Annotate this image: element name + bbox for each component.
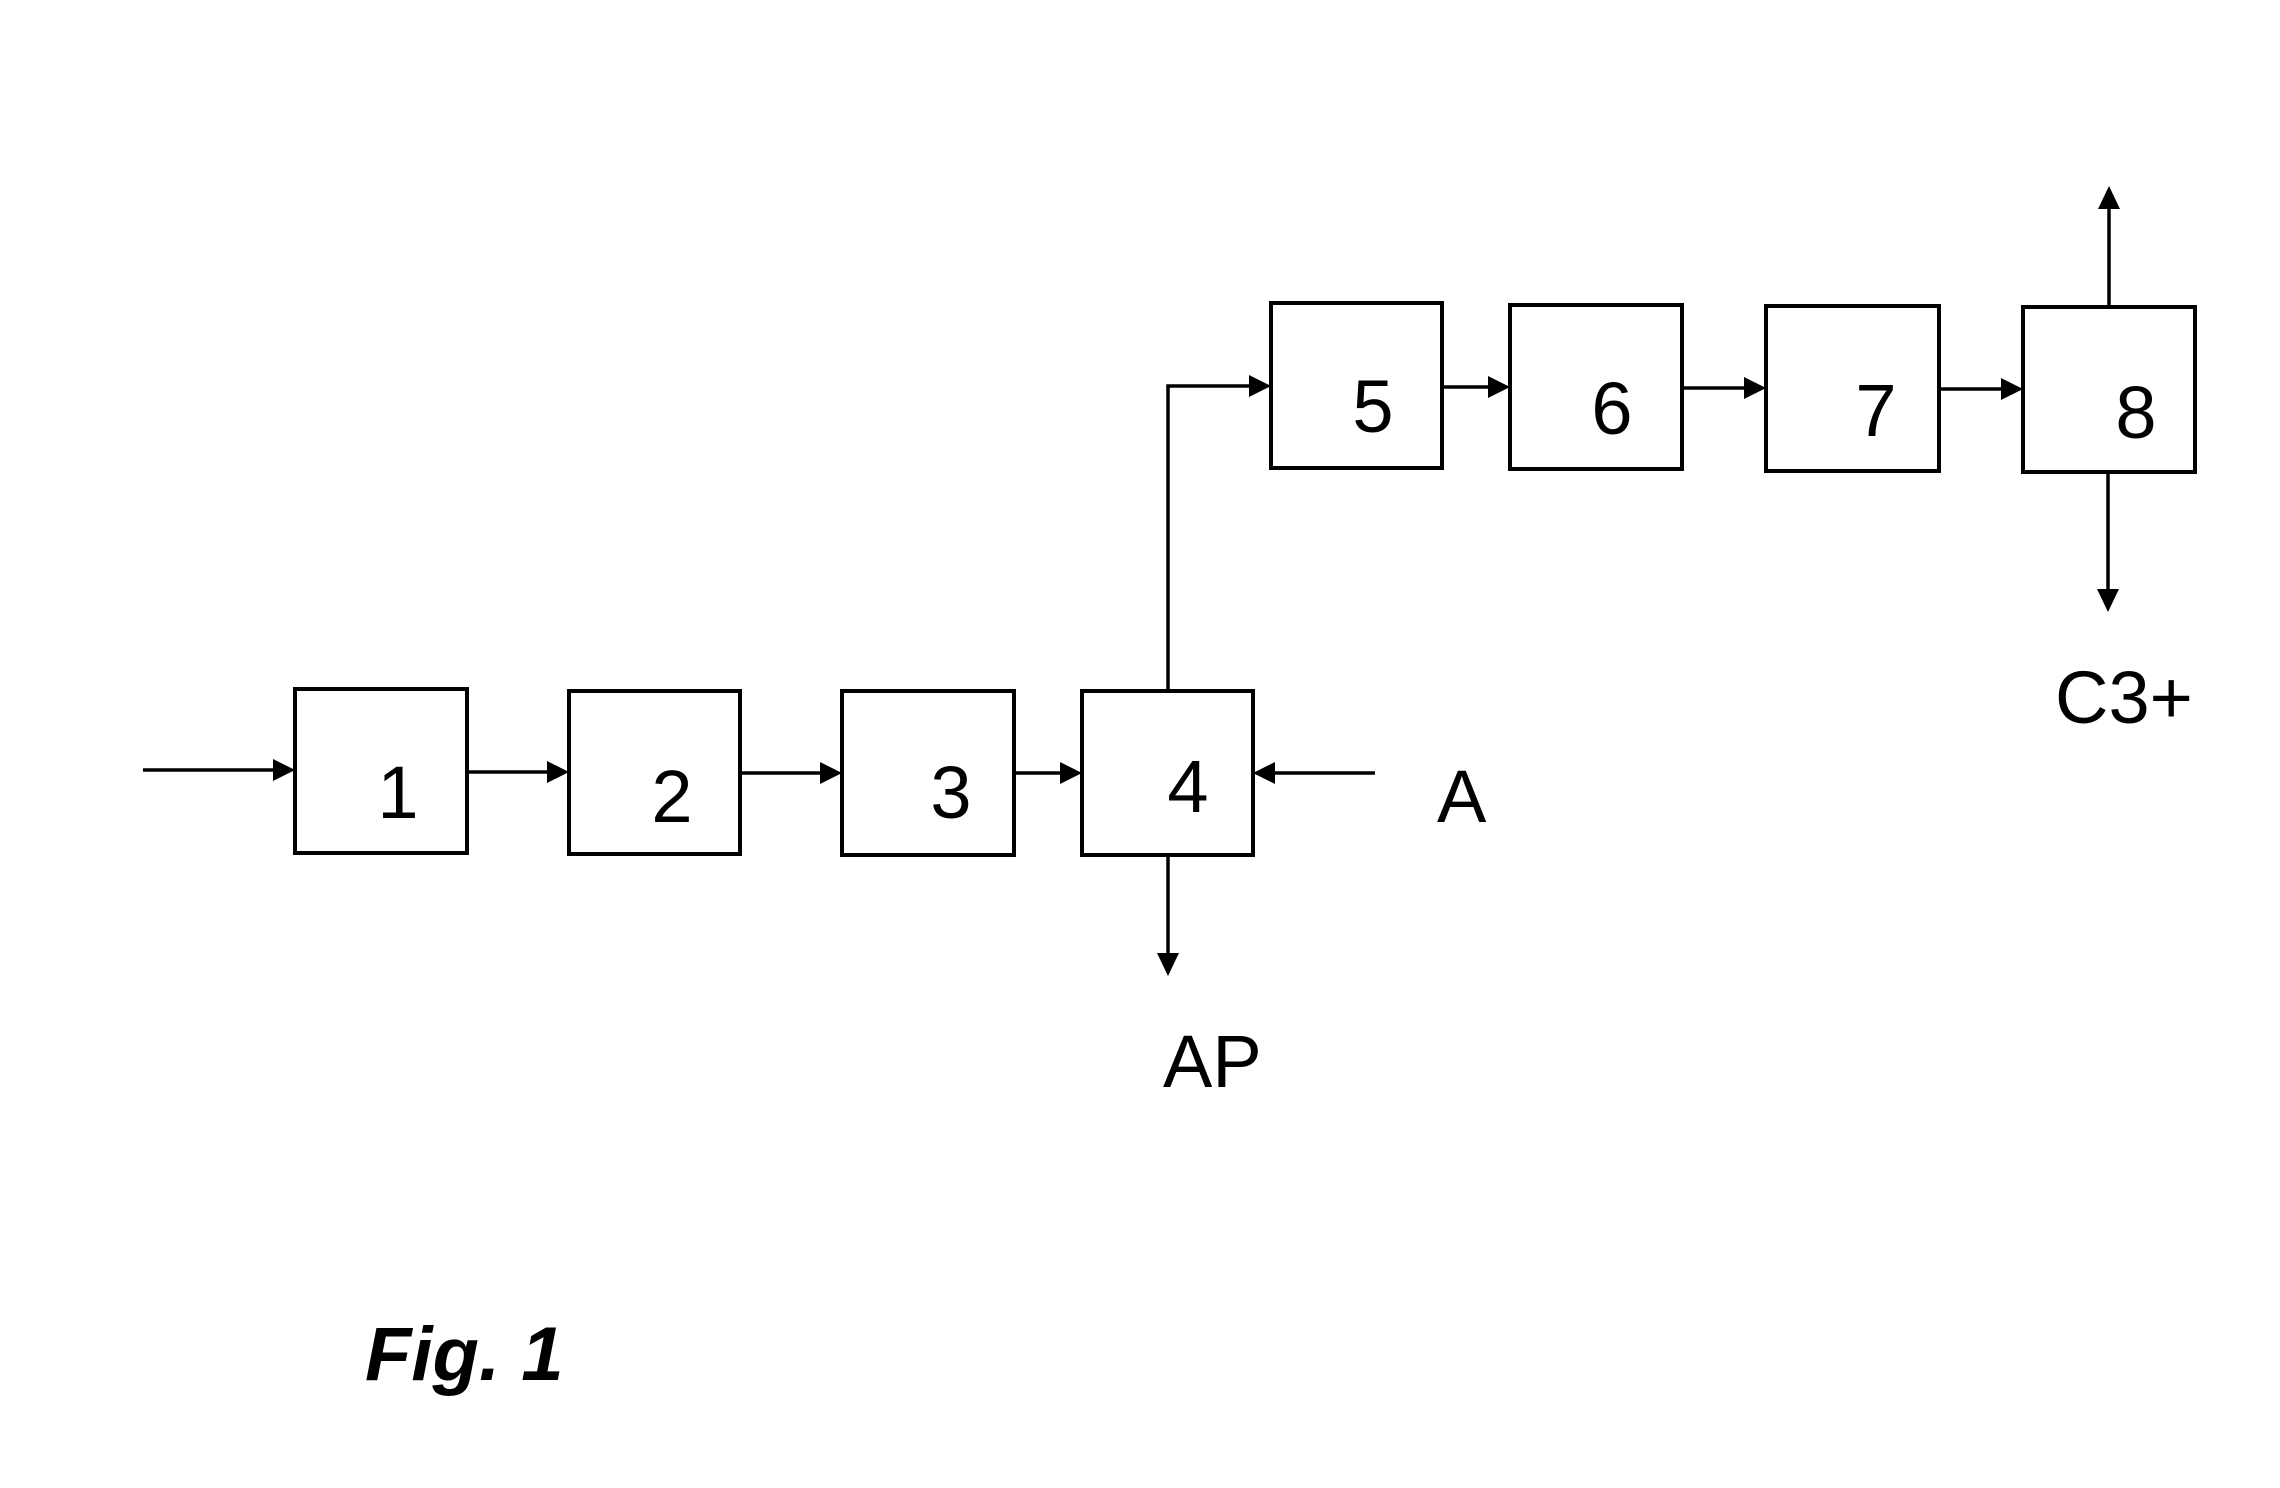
arrowhead-2-to-3 [820, 762, 842, 784]
arrowhead-6-to-7 [1744, 377, 1766, 399]
block-2-label: 2 [651, 755, 692, 838]
block-1: 1 [293, 687, 469, 855]
block-5-label: 5 [1352, 365, 1393, 448]
arrowhead-3-to-4 [1060, 762, 1082, 784]
block-6: 6 [1508, 303, 1684, 471]
line-4-to-5 [1166, 384, 1256, 691]
arrowhead-4-to-5 [1249, 375, 1271, 397]
block-3-label: 3 [930, 751, 971, 834]
block-4-label: 4 [1167, 745, 1208, 828]
block-6-label: 6 [1591, 367, 1632, 450]
arrowhead-8-to-C3plus [2097, 589, 2119, 612]
block-5-box [1269, 301, 1444, 470]
block-4-box [1080, 689, 1255, 857]
arrowhead-feed-to-1 [273, 759, 295, 781]
block-7: 7 [1764, 304, 1941, 473]
block-2-box [567, 689, 742, 856]
block-7-label: 7 [1855, 369, 1896, 452]
block-7-box [1764, 304, 1941, 473]
block-4: 4 [1080, 689, 1255, 857]
arrowhead-5-to-6 [1488, 376, 1510, 398]
block-8-label: 8 [2115, 371, 2156, 454]
arrowhead-A-to-4 [1253, 762, 1275, 784]
stream-label-A: A [1437, 755, 1487, 838]
block-3: 3 [840, 689, 1016, 857]
arrowhead-8-top-outlet [2098, 186, 2120, 209]
figure-caption: Fig. 1 [365, 1312, 563, 1397]
connectors [143, 186, 2120, 976]
block-2: 2 [567, 689, 742, 856]
block-1-label: 1 [377, 751, 418, 834]
arrowhead-4-to-AP [1157, 953, 1179, 976]
block-5: 5 [1269, 301, 1444, 470]
stream-label-AP: AP [1163, 1020, 1262, 1103]
arrowhead-1-to-2 [547, 761, 569, 783]
block-1-box [293, 687, 469, 855]
arrowhead-7-to-8 [2001, 378, 2023, 400]
stream-label-C3plus: C3+ [2055, 656, 2193, 739]
block-6-box [1508, 303, 1684, 471]
block-8: 8 [2021, 305, 2197, 474]
block-3-box [840, 689, 1016, 857]
block-8-box [2021, 305, 2197, 474]
